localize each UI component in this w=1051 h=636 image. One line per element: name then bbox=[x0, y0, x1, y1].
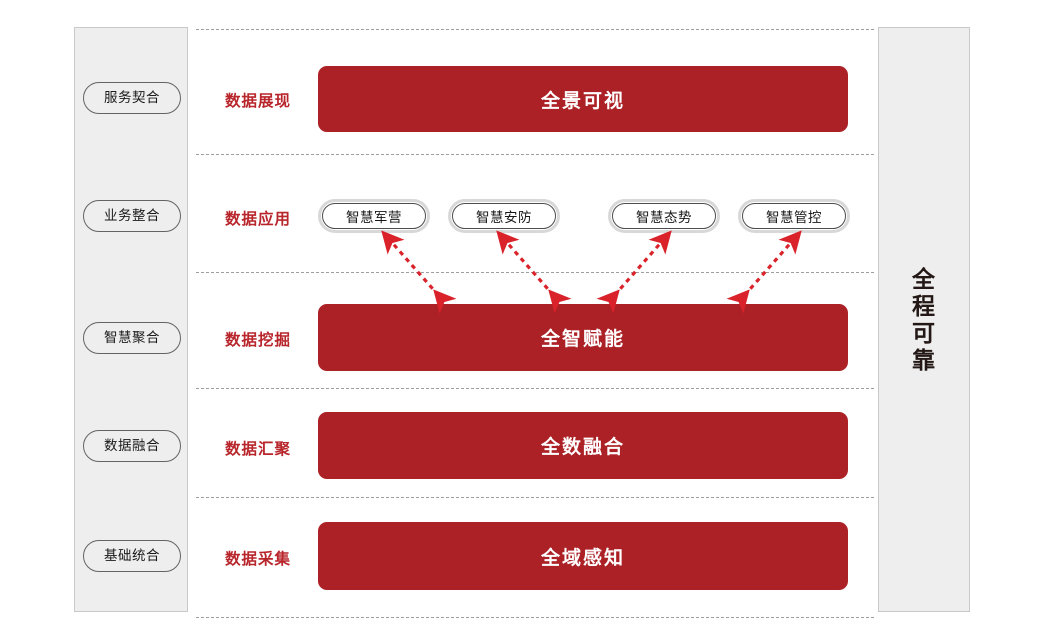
stage-label-application: 数据应用 bbox=[224, 211, 291, 228]
stage-label-mining: 数据挖掘 bbox=[224, 332, 291, 349]
reliability-slogan-char: 程 bbox=[912, 292, 936, 319]
app-pill-smart-security[interactable]: 智慧安防 bbox=[448, 199, 560, 233]
maturity-pill-label: 智慧聚合 bbox=[104, 330, 160, 346]
maturity-pill-2[interactable]: 智慧聚合 bbox=[83, 322, 181, 354]
capability-bar-label: 全数融合 bbox=[540, 437, 625, 458]
maturity-pill-label: 基础统合 bbox=[104, 548, 160, 564]
arrow-guankong bbox=[726, 230, 802, 314]
reliability-slogan-char: 全 bbox=[912, 265, 936, 292]
maturity-pill-0[interactable]: 服务契合 bbox=[83, 82, 181, 114]
row-separator bbox=[196, 272, 874, 273]
app-pill-label: 智慧管控 bbox=[766, 210, 822, 225]
capability-bar-intelligence[interactable]: 全智赋能 bbox=[318, 304, 848, 371]
arrow-junying bbox=[381, 230, 457, 314]
reliability-slogan-char: 可 bbox=[912, 319, 936, 346]
row-separator bbox=[196, 388, 874, 389]
app-pill-label: 智慧军营 bbox=[346, 210, 402, 225]
maturity-pill-label: 业务整合 bbox=[104, 208, 160, 224]
row-separator bbox=[196, 154, 874, 155]
app-pill-smart-control[interactable]: 智慧管控 bbox=[738, 199, 850, 233]
stage-label-collection: 数据采集 bbox=[224, 551, 291, 568]
row-separator bbox=[196, 29, 874, 30]
reliability-slogan-char: 靠 bbox=[912, 346, 936, 373]
app-pill-smart-barracks[interactable]: 智慧军营 bbox=[318, 199, 430, 233]
reliability-column: 全 程 可 靠 bbox=[878, 27, 970, 612]
maturity-pill-4[interactable]: 基础统合 bbox=[83, 540, 181, 572]
capability-bar-label: 全智赋能 bbox=[540, 329, 625, 350]
capability-bar-label: 全景可视 bbox=[540, 90, 625, 112]
row-separator bbox=[196, 617, 874, 618]
app-pill-label: 智慧安防 bbox=[476, 210, 532, 225]
app-pill-smart-situation[interactable]: 智慧态势 bbox=[608, 199, 720, 233]
maturity-pill-label: 服务契合 bbox=[104, 90, 160, 106]
capability-bar-label: 全域感知 bbox=[540, 547, 625, 569]
app-pill-label: 智慧态势 bbox=[636, 210, 692, 225]
maturity-pill-1[interactable]: 业务整合 bbox=[83, 200, 181, 232]
arrow-anfang bbox=[496, 230, 572, 314]
maturity-pill-label: 数据融合 bbox=[104, 438, 160, 454]
arrow-taishi bbox=[596, 230, 672, 314]
maturity-column: 服务契合 业务整合 智慧聚合 数据融合 基础统合 bbox=[74, 27, 188, 612]
stage-label-aggregation: 数据汇聚 bbox=[224, 441, 291, 458]
capability-bar-sensing[interactable]: 全域感知 bbox=[318, 522, 848, 590]
row-separator bbox=[196, 497, 874, 498]
stage-label-presentation: 数据展现 bbox=[224, 93, 291, 110]
maturity-pill-3[interactable]: 数据融合 bbox=[83, 430, 181, 462]
capability-bar-fusion[interactable]: 全数融合 bbox=[318, 412, 848, 479]
capability-bar-panorama[interactable]: 全景可视 bbox=[318, 66, 848, 132]
reliability-slogan: 全 程 可 靠 bbox=[879, 265, 969, 374]
